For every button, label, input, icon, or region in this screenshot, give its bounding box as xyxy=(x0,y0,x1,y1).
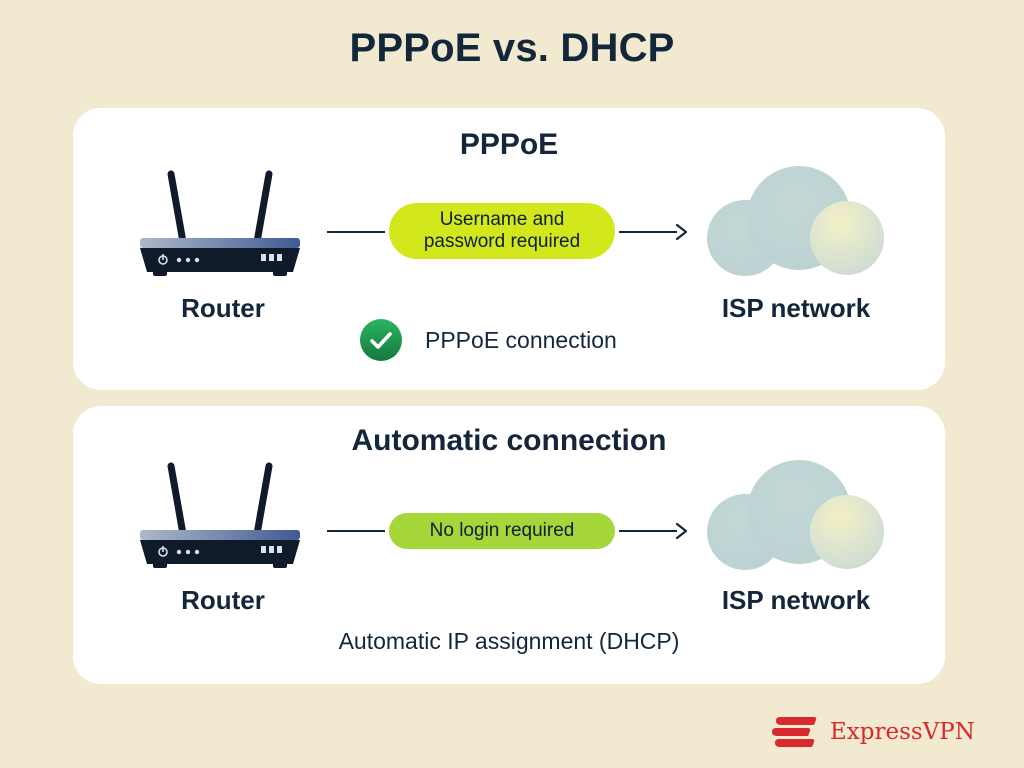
connector-line xyxy=(619,530,677,532)
brand-name: ExpressVPN xyxy=(830,719,975,745)
credentials-required-pill: Username and password required xyxy=(389,203,615,259)
pill-text: No login required xyxy=(429,520,575,541)
cloud-icon xyxy=(707,166,884,276)
page-title: PPPoE vs. DHCP xyxy=(349,26,675,70)
router-icon xyxy=(140,170,300,276)
dhcp-panel: Automatic connection Router No login req… xyxy=(73,406,945,684)
no-login-pill: No login required xyxy=(389,513,615,549)
dhcp-panel-title: Automatic connection xyxy=(351,424,667,457)
arrow-right-icon xyxy=(675,224,688,240)
cloud-icon xyxy=(707,460,884,570)
pppoe-connection-text: PPPoE connection xyxy=(425,326,617,353)
connector-line xyxy=(327,530,385,532)
isp-network-label: ISP network xyxy=(721,293,871,323)
pill-text-line: Username and xyxy=(439,209,565,230)
connector-line xyxy=(619,231,677,233)
pppoe-status: PPPoE connection xyxy=(359,318,617,362)
check-circle-icon xyxy=(360,319,402,361)
pppoe-panel-title: PPPoE xyxy=(459,128,559,161)
router-label: Router xyxy=(181,585,265,615)
router-label: Router xyxy=(181,293,265,323)
pill-text-line: password required xyxy=(423,231,581,252)
brand: ExpressVPN xyxy=(770,712,975,752)
arrow-right-icon xyxy=(675,523,688,539)
isp-network-label: ISP network xyxy=(721,585,871,615)
pppoe-panel: PPPoE Router Username and password requi… xyxy=(73,108,945,390)
connector-line xyxy=(327,231,385,233)
expressvpn-logo-icon xyxy=(772,717,817,747)
dhcp-footnote: Automatic IP assignment (DHCP) xyxy=(338,628,680,654)
router-icon xyxy=(140,462,300,568)
